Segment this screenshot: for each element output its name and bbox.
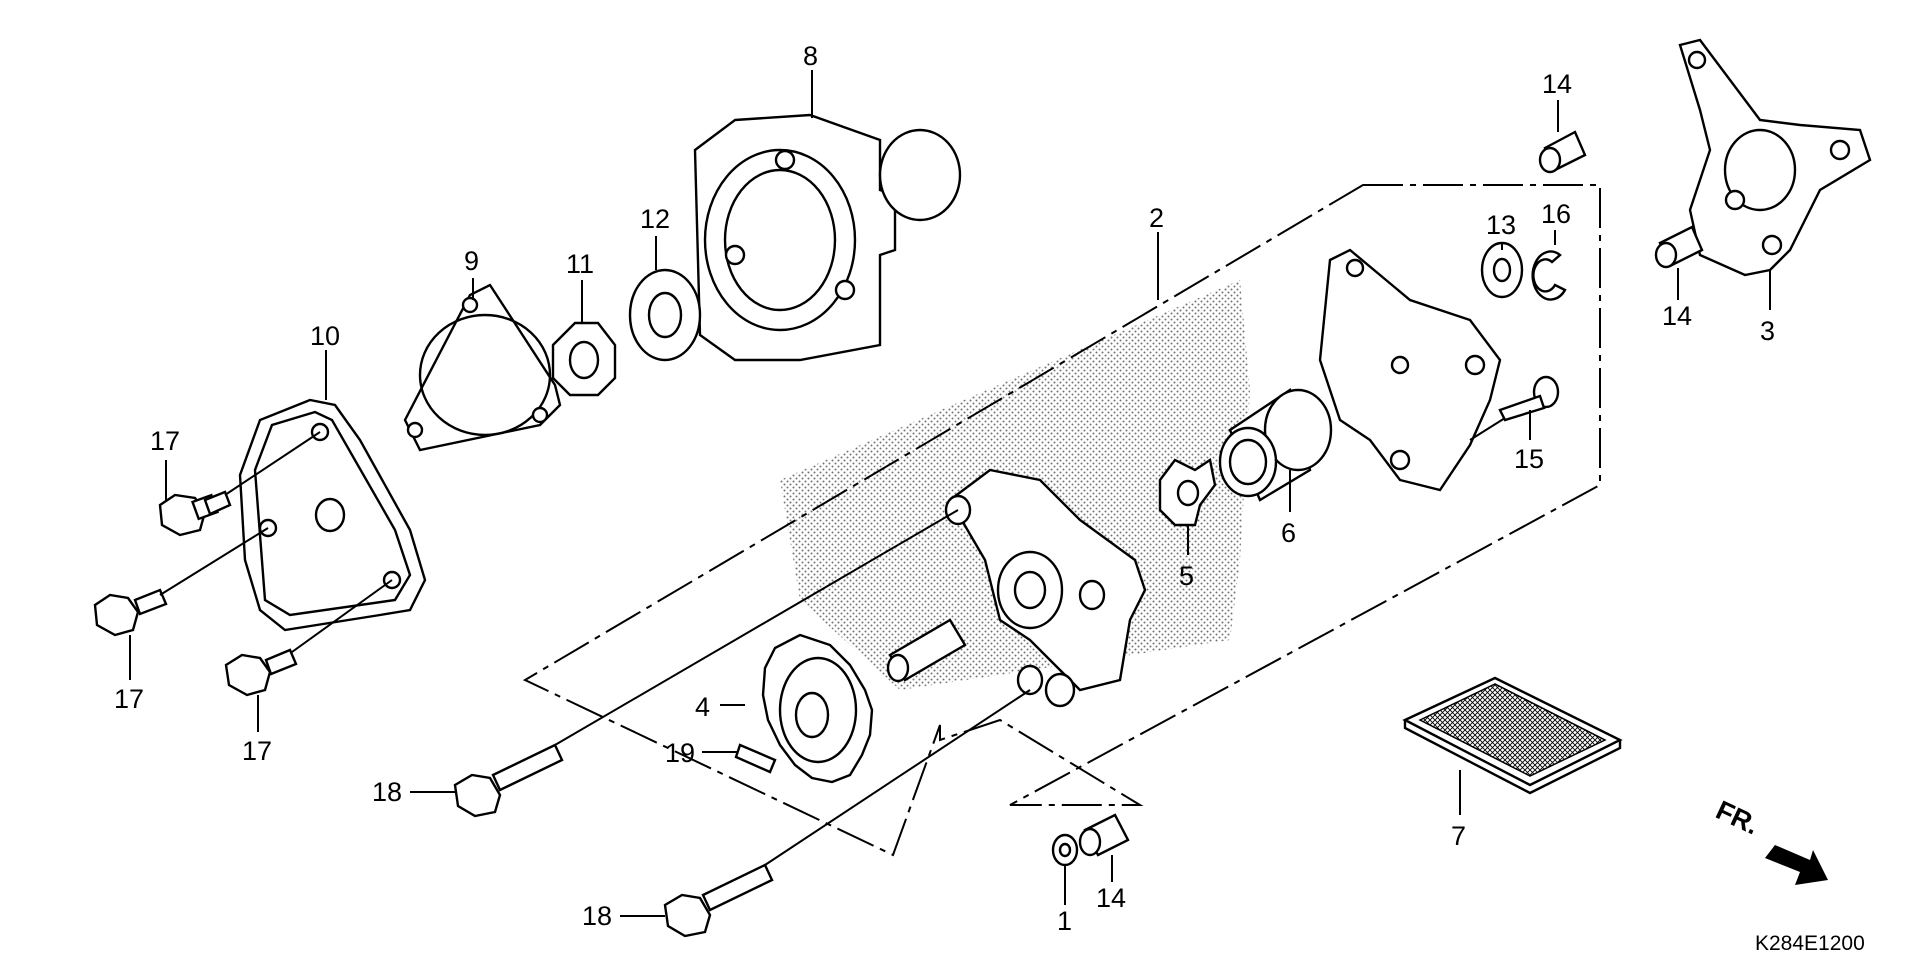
callout-17-bottom: 17 xyxy=(242,736,272,766)
callout-labels: 1 2 3 4 5 6 7 8 9 10 11 12 13 14 14 14 1… xyxy=(114,41,1865,955)
callout-14-top: 14 xyxy=(1542,69,1572,99)
bolt-part-17-c xyxy=(224,648,298,697)
callout-2: 2 xyxy=(1149,203,1164,233)
drive-gear-part-4 xyxy=(761,633,874,784)
washer-part-1 xyxy=(1051,833,1079,867)
callout-12: 12 xyxy=(640,204,670,234)
callout-18-top: 18 xyxy=(372,777,402,807)
dowel-part-14-a xyxy=(1538,130,1587,174)
pump-shaft xyxy=(886,618,967,683)
dowel-part-14-c xyxy=(1078,813,1130,857)
gasket-part-3 xyxy=(1678,38,1872,277)
pump-cover-plate xyxy=(1318,248,1502,492)
callout-13: 13 xyxy=(1486,210,1516,240)
nut-part-11 xyxy=(551,321,617,397)
callout-1: 1 xyxy=(1057,906,1072,936)
pin-part-19 xyxy=(734,743,777,774)
seal-part-12 xyxy=(628,268,702,362)
callout-3: 3 xyxy=(1760,316,1775,346)
strainer-part-7 xyxy=(1402,676,1623,795)
cover-part-10 xyxy=(238,398,427,632)
callout-17-top: 17 xyxy=(150,426,180,456)
inner-rotor-part-5 xyxy=(1158,458,1217,527)
callout-14-right: 14 xyxy=(1662,301,1692,331)
callout-16: 16 xyxy=(1541,199,1571,229)
callout-19: 19 xyxy=(665,738,695,768)
circlip-part-16 xyxy=(1531,250,1567,301)
callout-10: 10 xyxy=(310,321,340,351)
callout-18-bottom: 18 xyxy=(582,901,612,931)
callout-8: 8 xyxy=(803,41,818,71)
callout-6: 6 xyxy=(1281,518,1296,548)
diagram-code: K284E1200 xyxy=(1755,932,1865,955)
callout-11: 11 xyxy=(566,249,594,279)
callout-14-bottom: 14 xyxy=(1096,883,1126,913)
callout-5: 5 xyxy=(1179,561,1194,591)
leader-lines xyxy=(129,70,1771,917)
dowel-part-14-b xyxy=(1654,225,1704,269)
callout-7: 7 xyxy=(1451,821,1466,851)
pump-housing-part-8 xyxy=(693,113,962,362)
bolt-part-17-b xyxy=(93,588,168,637)
bolt-part-18-b xyxy=(663,863,774,938)
callout-15: 15 xyxy=(1514,444,1544,474)
gasket-part-9 xyxy=(403,283,562,452)
front-direction-arrow xyxy=(1765,845,1828,885)
screw-part-15 xyxy=(1498,375,1560,422)
front-direction-label: FR. xyxy=(1711,795,1763,841)
bolt-part-17-a xyxy=(158,490,232,537)
oil-pump-assembly-outline xyxy=(522,184,1601,857)
callout-9: 9 xyxy=(464,246,479,276)
callout-17-left: 17 xyxy=(114,684,144,714)
callout-4: 4 xyxy=(695,692,710,722)
bolt-part-18-a xyxy=(453,743,564,818)
washer-part-13 xyxy=(1480,241,1524,299)
